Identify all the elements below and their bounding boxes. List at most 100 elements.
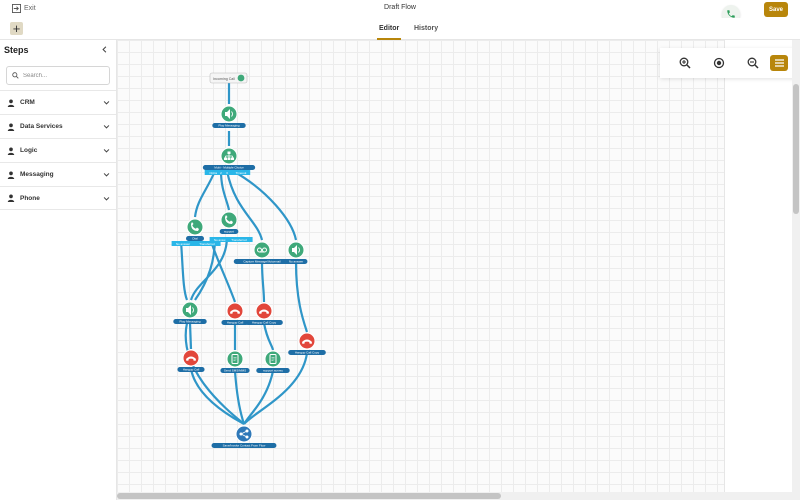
flow-node-sms[interactable]: Send SMS/MMS xyxy=(220,350,250,373)
phone-icon xyxy=(225,215,233,224)
share-icon xyxy=(239,429,249,439)
tab-editor[interactable]: Editor xyxy=(376,25,402,40)
person-icon xyxy=(7,147,15,155)
person-icon xyxy=(7,123,15,131)
category-messaging[interactable]: Messaging xyxy=(0,162,116,186)
flow-node-play1[interactable]: Play Messaging xyxy=(212,105,246,128)
phone-icon xyxy=(191,222,199,231)
branch-chip-label: 2 xyxy=(220,171,222,175)
hangup-icon xyxy=(302,339,312,344)
chevron-down-icon xyxy=(103,149,110,153)
branch-chip[interactable]: No answer xyxy=(209,237,233,242)
flow-edge xyxy=(243,352,309,425)
person-icon xyxy=(7,99,15,107)
category-label: Messaging xyxy=(20,171,54,178)
flow-node-label: Hangup Call Copy xyxy=(295,351,320,355)
flow-node-end[interactable]: Save/Invoke Contact From Flow xyxy=(211,425,277,448)
speaker-icon xyxy=(292,245,300,255)
target-icon xyxy=(713,57,725,69)
category-logic[interactable]: Logic xyxy=(0,138,116,162)
flow-node-label: Hangup Call Copy xyxy=(252,321,277,325)
flow-node-label: Capture Message/Voicemail xyxy=(243,260,281,264)
horizontal-scroll-thumb[interactable] xyxy=(117,493,501,499)
chevron-down-icon xyxy=(103,101,110,105)
branch-chip[interactable]: Transferred xyxy=(225,237,253,242)
hangup-icon xyxy=(230,309,240,314)
flow-edge xyxy=(233,370,246,425)
vertical-scroll-thumb[interactable] xyxy=(793,84,799,214)
branch-chip[interactable]: 3 xyxy=(223,170,231,175)
chevron-down-icon xyxy=(103,125,110,129)
tab-history[interactable]: History xyxy=(414,25,439,32)
zoom-out-button[interactable] xyxy=(736,51,770,75)
category-label: CRM xyxy=(20,99,35,106)
branch-chip-label: Transferred xyxy=(199,242,215,246)
search-box xyxy=(6,66,110,85)
steps-sidebar: Steps CRM Data Services Logic Messaging xyxy=(0,40,117,500)
exit-button[interactable]: Exit xyxy=(12,4,36,13)
start-node[interactable]: Incoming Call xyxy=(209,72,248,84)
page-title: Draft Flow xyxy=(384,4,416,11)
hangup-icon xyxy=(186,356,196,361)
branch-chip[interactable]: Option 1 xyxy=(204,170,226,175)
vertical-scrollbar[interactable] xyxy=(792,40,800,492)
flow-edge xyxy=(219,170,231,211)
flow-node-label: Hangup Call xyxy=(227,321,244,325)
flow-edge xyxy=(294,261,309,333)
save-button[interactable]: Save xyxy=(764,2,788,17)
flow-node-label: Play Messaging xyxy=(218,124,240,128)
horizontal-scrollbar[interactable] xyxy=(117,492,800,500)
collapse-sidebar-button[interactable] xyxy=(101,45,108,55)
chevron-down-icon xyxy=(103,196,110,201)
flow-edge xyxy=(188,322,193,350)
category-label: Logic xyxy=(20,147,38,154)
category-list: CRM Data Services Logic Messaging Phone xyxy=(0,90,116,210)
zoom-toolbar xyxy=(660,48,800,78)
flow-node-dial2[interactable]: support xyxy=(219,211,239,234)
flow-edge xyxy=(179,240,189,301)
zoom-in-icon xyxy=(679,57,691,69)
flow-node-dial1[interactable]: Dial xyxy=(186,218,204,241)
branch-chip-label: No answer xyxy=(176,242,190,246)
zoom-in-button[interactable] xyxy=(668,51,702,75)
top-bar: Exit Draft Flow Save xyxy=(0,0,800,23)
flow-node-label: Dial xyxy=(192,237,198,241)
add-step-button[interactable]: + xyxy=(10,22,23,35)
branch-labels: Option 1234Timeout xyxy=(204,170,251,175)
speaker-icon xyxy=(225,109,233,119)
flow-node-hang3[interactable]: Hangup Call xyxy=(177,349,205,372)
flow-edge xyxy=(193,170,217,218)
branch-chip-label: Option 1 xyxy=(209,171,221,175)
exit-icon xyxy=(12,4,21,13)
flow-node-play2[interactable]: Play Messaging xyxy=(173,301,207,324)
category-data-services[interactable]: Data Services xyxy=(0,114,116,138)
category-phone[interactable]: Phone xyxy=(0,186,116,210)
flow-node-noanswer[interactable]: No answer xyxy=(284,241,308,264)
sidebar-title: Steps xyxy=(4,45,29,55)
menu-button[interactable] xyxy=(770,55,788,71)
search-input[interactable] xyxy=(23,72,103,79)
flow-node-hang2[interactable]: Hangup Call Copy xyxy=(245,302,283,325)
flow-node-label: support xyxy=(224,230,234,234)
flow-node-multi[interactable]: Multi - Multiple Choice xyxy=(202,147,256,170)
branch-chip[interactable]: Transferred xyxy=(193,241,221,246)
recenter-button[interactable] xyxy=(702,51,736,75)
branch-chip-label: Timeout xyxy=(236,171,247,175)
flow-node-hang4[interactable]: Hangup Call Copy xyxy=(288,332,326,355)
flow-node-capture[interactable]: Capture Message/Voicemail xyxy=(233,241,291,264)
category-crm[interactable]: CRM xyxy=(0,90,116,114)
flow-node-survey[interactable]: support survey xyxy=(256,350,290,373)
chevron-left-icon xyxy=(102,46,107,53)
flow-node-hang1[interactable]: Hangup Call xyxy=(221,302,249,325)
flow-edge xyxy=(184,322,245,425)
flow-node-label: Save/Invoke Contact From Flow xyxy=(223,444,267,448)
flow-edge xyxy=(262,322,275,351)
branch-chip[interactable]: Timeout xyxy=(231,170,251,175)
branch-chip[interactable]: 2 xyxy=(217,170,225,175)
flow-node-label: support survey xyxy=(263,369,283,373)
branch-chip[interactable]: No answer xyxy=(171,241,195,246)
category-label: Phone xyxy=(20,194,40,202)
